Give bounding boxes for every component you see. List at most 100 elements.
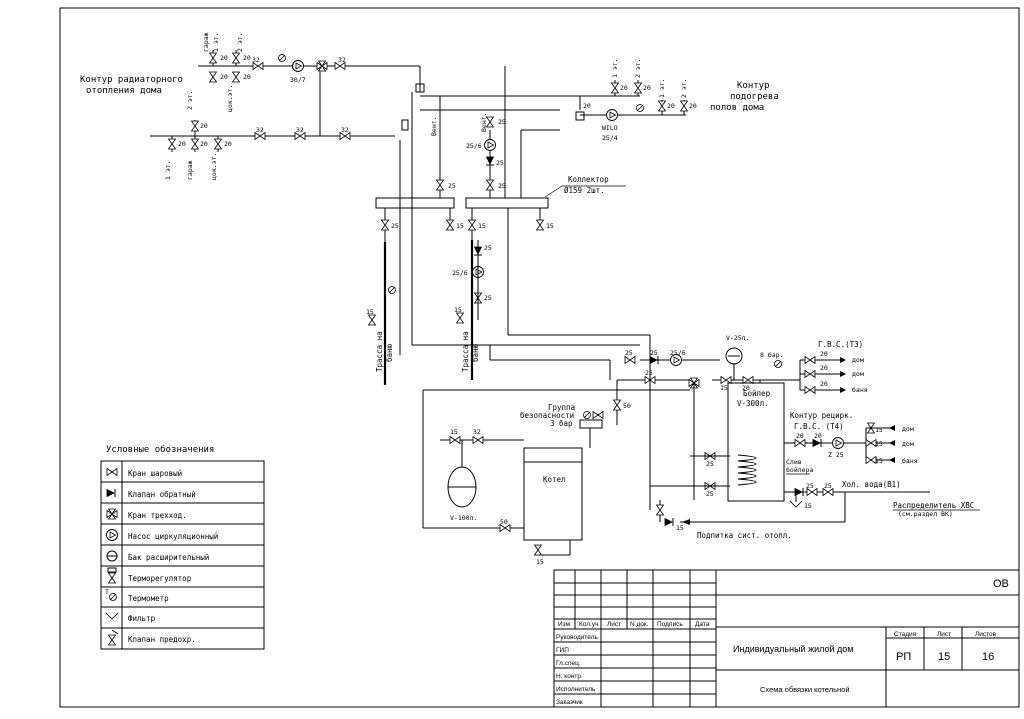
svg-text:Заказчик: Заказчик [556, 699, 583, 706]
svg-text:T: T [105, 588, 109, 596]
svg-text:20: 20 [583, 102, 591, 110]
svg-text:Вент.: Вент. [480, 112, 488, 132]
legend-item-tank: Бак расширительный [128, 553, 209, 562]
svg-text:Контур рецирк.: Контур рецирк. [790, 411, 853, 420]
thermometer-icon: T [105, 588, 117, 601]
svg-text:1 эт.: 1 эт. [611, 58, 619, 78]
svg-text:25: 25 [824, 482, 832, 490]
svg-text:25: 25 [625, 349, 633, 357]
svg-text:20: 20 [200, 122, 208, 130]
svg-text:20: 20 [643, 84, 651, 92]
drawing-frame [59, 7, 1020, 708]
svg-text:подогрева: подогрева [730, 92, 779, 102]
legend-item-ball-valve: Кран шаровый [128, 469, 182, 478]
title-block: Изм Кол.уч Лист N док. Подпись Дата Руко… [553, 569, 1020, 708]
legend-item-thermoregulator: Терморегулятор [128, 574, 192, 583]
svg-text:15: 15 [366, 308, 374, 316]
svg-text:Распределитель ХВС: Распределитель ХВС [893, 501, 974, 510]
svg-text:ГИП: ГИП [556, 647, 569, 654]
svg-text:Г.В.С. (Т4): Г.В.С. (Т4) [794, 422, 844, 431]
svg-text:32: 32 [256, 126, 264, 134]
svg-text:25: 25 [484, 294, 492, 302]
svg-text:Руководитель: Руководитель [556, 634, 598, 641]
svg-text:20: 20 [820, 350, 828, 358]
thermoregulator-icon [107, 567, 117, 584]
svg-text:Подпись: Подпись [657, 621, 683, 628]
svg-text:дом: дом [902, 425, 914, 433]
svg-text:25/4: 25/4 [602, 134, 618, 142]
svg-text:25/6: 25/6 [670, 349, 686, 357]
svg-text:15: 15 [676, 524, 684, 532]
svg-text:цок.эт.: цок.эт. [210, 153, 218, 180]
legend-item-filter: Фильтр [128, 614, 156, 623]
svg-text:Г.В.С.(Т3): Г.В.С.(Т3) [818, 340, 863, 349]
legend: Условные обозначения T Кран шаровый Клап… [100, 444, 265, 650]
svg-text:15: 15 [450, 428, 458, 436]
svg-text:20: 20 [220, 54, 228, 62]
svg-text:25: 25 [706, 460, 714, 468]
svg-text:Вент.: Вент. [430, 116, 438, 136]
svg-text:Трасса на: Трасса на [375, 331, 384, 372]
svg-text:3 бар: 3 бар [550, 419, 573, 428]
valve-icon [209, 52, 217, 64]
svg-text:1 эт.: 1 эт. [658, 78, 666, 98]
svg-text:15: 15 [804, 502, 812, 510]
svg-text:32: 32 [296, 126, 304, 134]
expansion-tank-icon [106, 550, 118, 562]
svg-text:дом: дом [852, 356, 864, 364]
svg-text:1 эт.: 1 эт. [164, 160, 172, 180]
svg-text:Контур: Контур [737, 81, 770, 91]
svg-text:25: 25 [496, 159, 504, 167]
boiler-pipes: 50 25 25 25/6 25 25 25 [399, 198, 730, 529]
svg-text:50: 50 [623, 402, 631, 410]
svg-text:2 эт.: 2 эт. [186, 90, 194, 110]
svg-text:2 эт.: 2 эт. [236, 32, 244, 52]
svg-text:20: 20 [820, 380, 828, 388]
svg-text:V-300л.: V-300л. [737, 399, 769, 408]
svg-text:15: 15 [536, 558, 544, 566]
water-heater: Бойлер V-300л. V-25л. 15 20 8 бар. 20 20… [656, 334, 980, 540]
svg-text:Н. контр.: Н. контр. [556, 673, 583, 680]
svg-text:25/6: 25/6 [452, 269, 468, 277]
svg-text:отопления дома: отопления дома [86, 86, 162, 96]
ball-valve-icon [106, 468, 118, 476]
svg-text:Контур радиаторного: Контур радиаторного [80, 75, 183, 85]
legend-item-safety-valve: Клапан предохр. [128, 635, 196, 644]
svg-text:15: 15 [720, 384, 728, 392]
svg-text:32: 32 [473, 428, 481, 436]
svg-text:WILO: WILO [602, 124, 618, 132]
svg-text:20: 20 [689, 102, 697, 110]
svg-text:Коллектор: Коллектор [568, 175, 609, 184]
circulation-pump-icon [106, 529, 118, 541]
svg-text:20: 20 [200, 140, 208, 148]
svg-text:15: 15 [454, 306, 462, 314]
svg-text:Исполнитель: Исполнитель [556, 686, 596, 693]
check-valve-icon [106, 488, 116, 498]
svg-text:баня: баня [852, 386, 868, 394]
svg-text:32: 32 [252, 56, 260, 64]
svg-text:Группа: Группа [548, 403, 575, 412]
svg-text:Изм: Изм [558, 621, 571, 628]
stamp-code: ОВ [993, 578, 1009, 590]
svg-text:25/6: 25/6 [466, 142, 482, 150]
legend-item-check-valve: Клапан обратный [128, 490, 196, 499]
svg-text:25: 25 [448, 182, 456, 190]
svg-text:полов дома: полов дома [710, 103, 764, 113]
svg-text:Листов: Листов [975, 631, 997, 638]
legend-item-three-way: Кран трехход. [128, 511, 187, 520]
svg-text:Трасса на: Трасса на [461, 331, 470, 372]
svg-text:20: 20 [820, 364, 828, 372]
svg-text:20: 20 [220, 73, 228, 81]
project-name: Индивидуальный жилой дом [733, 644, 853, 654]
svg-text:баню: баню [385, 343, 394, 362]
svg-text:цок.эт.: цок.эт. [226, 85, 234, 112]
svg-text:(см.раздел ВК): (см.раздел ВК) [898, 510, 953, 518]
svg-text:2 эт.: 2 эт. [680, 78, 688, 98]
svg-text:2 эт.: 2 эт. [634, 58, 642, 78]
svg-text:25: 25 [391, 222, 399, 230]
svg-text:25: 25 [498, 118, 506, 126]
svg-text:V-25л.: V-25л. [726, 334, 749, 342]
svg-text:Слив: Слив [786, 458, 802, 466]
